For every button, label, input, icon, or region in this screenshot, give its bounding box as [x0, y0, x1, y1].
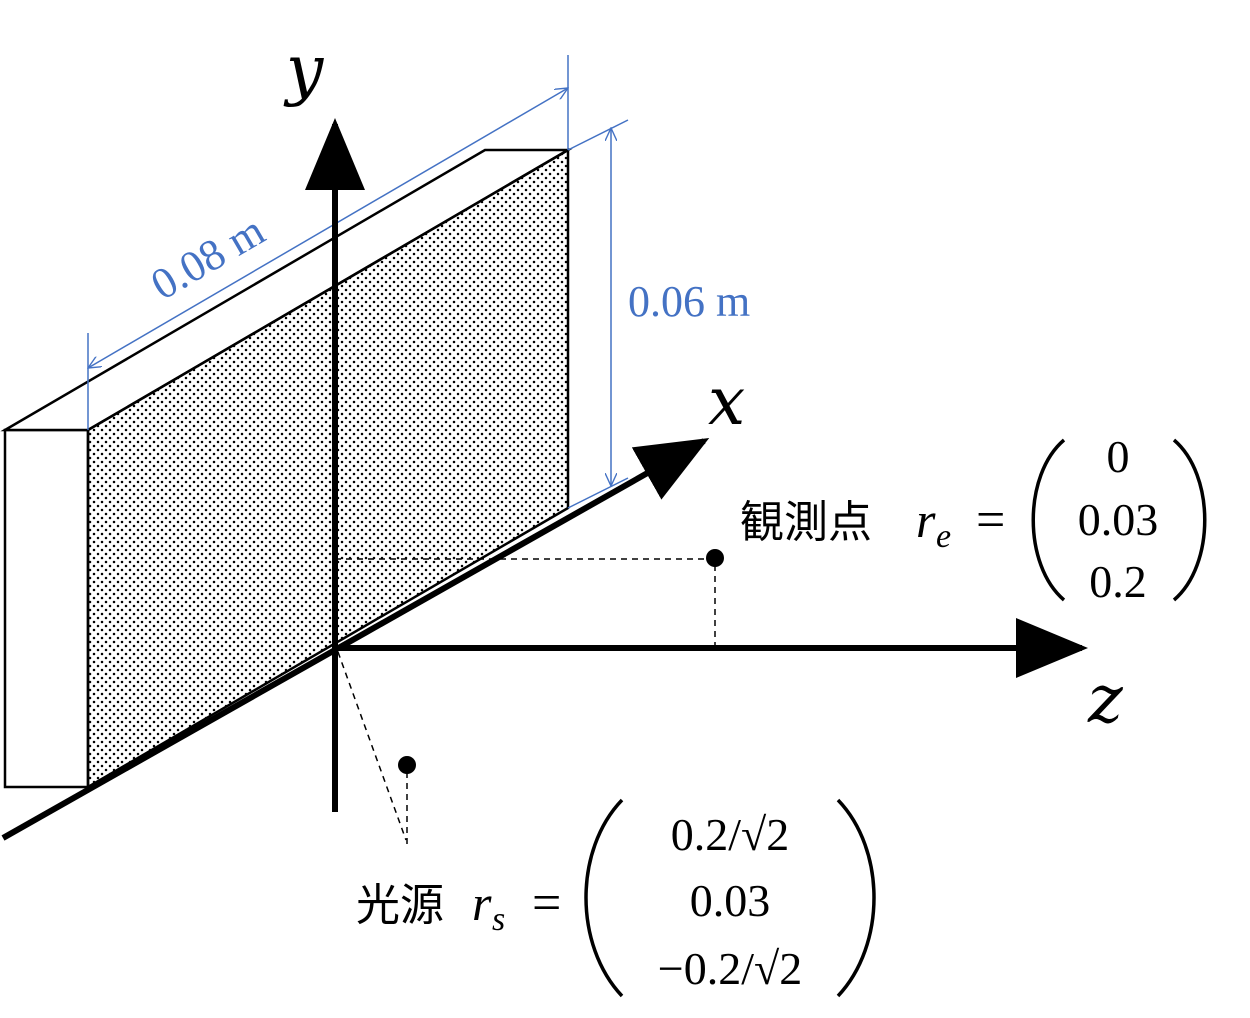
light-source-marker [398, 756, 416, 774]
observation-vector-z: 0.2 [1089, 556, 1147, 607]
observation-vector-left-paren [1031, 438, 1066, 602]
light-source-subscript: s [492, 901, 505, 938]
source-vector-y: 0.03 [690, 875, 771, 926]
source-vector-z: −0.2/√2 [658, 943, 802, 994]
observation-point-subscript: e [936, 518, 951, 555]
y-axis-label: y [283, 31, 324, 108]
observation-vector-right-paren [1172, 438, 1207, 602]
source-guide-diagonal [337, 651, 407, 841]
observation-point-annotation: 観測点 r e = 0 0.03 0.2 [740, 431, 1207, 607]
source-vector-right-paren [836, 798, 876, 998]
observation-point-marker [706, 549, 724, 567]
light-source-symbol: r [472, 875, 492, 931]
slab-end-face [3, 428, 90, 789]
observation-vector-y: 0.03 [1078, 494, 1159, 545]
observation-point-label: 観測点 [740, 497, 872, 548]
light-source-label: 光源 [356, 880, 444, 931]
z-axis-label: z [1087, 661, 1124, 738]
length-dimension [88, 55, 568, 430]
height-label: 0.06 m [628, 277, 750, 326]
light-source-annotation: 光源 r s = 0.2/√2 0.03 −0.2/√2 [356, 798, 876, 998]
x-axis-label: x [708, 363, 745, 440]
observation-vector-x: 0 [1107, 431, 1130, 482]
light-source-equals: = [532, 875, 561, 932]
source-vector-x: 0.2/√2 [671, 809, 790, 860]
height-dimension [567, 119, 629, 509]
observation-point-symbol: r [916, 492, 936, 548]
source-vector-left-paren [584, 798, 624, 998]
observation-point-equals: = [976, 492, 1005, 549]
x-axis [1, 438, 710, 841]
